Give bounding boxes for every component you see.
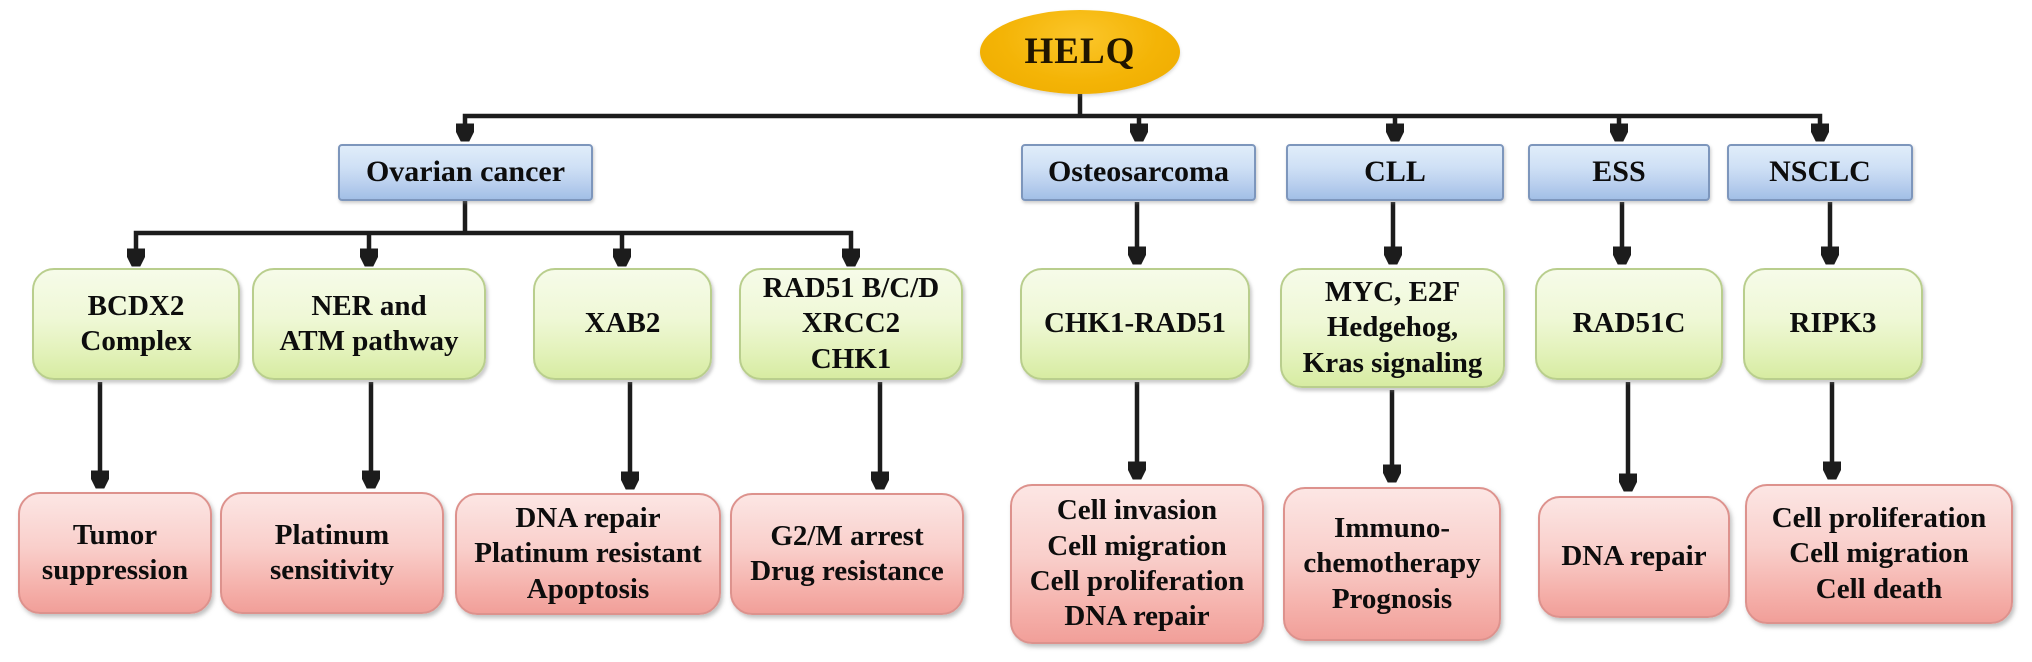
node-outcome-platinum-sensitivity: Platinum sensitivity (220, 492, 444, 614)
node-label-line: DNA repair (515, 501, 661, 534)
node-label-line: suppression (41, 554, 189, 586)
node-label-line: Platinum resistant (474, 537, 702, 570)
node-outcome-immuno-chemotherapy-prognosis: Immuno- chemotherapy Prognosis (1283, 487, 1501, 641)
node-label-line: Cell invasion (1056, 494, 1218, 527)
node-mech-ripk3: RIPK3 (1743, 268, 1923, 380)
node-mech-rad51c: RAD51C (1535, 268, 1723, 380)
node-label-line: sensitivity (269, 554, 395, 586)
node-label-line: Platinum (274, 518, 390, 551)
node-label-line: HELQ (1024, 31, 1136, 73)
node-mech-bcdx2-complex: BCDX2 Complex (32, 268, 240, 380)
node-label-line: Complex (80, 325, 192, 357)
connector-ovarian-branch (136, 230, 851, 264)
node-label-line: DNA repair (1561, 540, 1707, 573)
node-mech-myc-e2f-hedgehog-kras: MYC, E2F Hedgehog, Kras signaling (1280, 268, 1505, 388)
node-label-line: Cell migration (1789, 537, 1969, 570)
node-label-line: MYC, E2F (1324, 275, 1461, 308)
node-label-line: Ovarian cancer (365, 155, 566, 189)
node-label-line: Cell migration (1047, 529, 1227, 562)
node-cancer-ess: ESS (1528, 144, 1710, 201)
node-outcome-dna-repair: DNA repair (1538, 496, 1730, 618)
node-label-line: NER and (311, 289, 427, 322)
node-mech-rad51bcd-xrcc2-chk1: RAD51 B/C/D XRCC2 CHK1 (739, 268, 963, 380)
node-label-line: Hedgehog, (1326, 311, 1459, 344)
node-mech-ner-atm-pathway: NER and ATM pathway (252, 268, 486, 380)
node-label-line: CHK1-RAD51 (1043, 307, 1227, 340)
node-outcome-cell-invasion-migration-proliferation-dna-repair: Cell invasion Cell migration Cell prolif… (1010, 484, 1264, 644)
node-outcome-g2m-arrest-drug-resistance: G2/M arrest Drug resistance (730, 493, 964, 615)
node-label-line: Osteosarcoma (1047, 155, 1230, 189)
node-label-line: Prognosis (1331, 582, 1453, 615)
node-label-line: BCDX2 (87, 289, 185, 322)
node-cancer-ovarian: Ovarian cancer (338, 144, 593, 201)
node-label-line: Cell death (1815, 572, 1943, 605)
node-label-line: chemotherapy (1303, 547, 1481, 580)
node-cancer-osteosarcoma: Osteosarcoma (1021, 144, 1256, 201)
node-label-line: ATM pathway (279, 325, 459, 357)
node-label-line: NSCLC (1769, 155, 1871, 189)
node-mech-chk1-rad51: CHK1-RAD51 (1020, 268, 1250, 380)
node-label-line: Drug resistance (750, 555, 944, 587)
node-outcome-dna-repair-platinum-resistant-apoptosis: DNA repair Platinum resistant Apoptosis (455, 493, 721, 615)
node-cancer-nsclc: NSCLC (1727, 144, 1913, 201)
node-label-line: Immuno- (1333, 511, 1450, 544)
node-label-line: CHK1 (810, 342, 892, 375)
node-outcome-tumor-suppression: Tumor suppression (18, 492, 212, 614)
node-label-line: DNA repair (1064, 600, 1210, 633)
node-label-line: Kras signaling (1302, 346, 1483, 379)
node-label-line: G2/M arrest (770, 519, 924, 552)
node-mech-xab2: XAB2 (533, 268, 712, 380)
node-helq: HELQ (980, 10, 1180, 94)
connector-level1-trunk (465, 113, 1820, 139)
node-label-line: ESS (1592, 155, 1646, 189)
node-label-line: CLL (1364, 155, 1426, 189)
node-outcome-cell-proliferation-migration-death: Cell proliferation Cell migration Cell d… (1745, 484, 2013, 624)
node-cancer-cll: CLL (1286, 144, 1504, 201)
node-label-line: Cell proliferation (1029, 565, 1245, 597)
node-label-line: RIPK3 (1789, 307, 1877, 340)
node-label-line: RAD51C (1572, 307, 1686, 340)
node-label-line: Tumor (72, 518, 158, 551)
node-label-line: XAB2 (584, 307, 661, 340)
node-label-line: XRCC2 (801, 307, 901, 340)
node-label-line: Apoptosis (526, 572, 650, 605)
node-label-line: RAD51 B/C/D (762, 271, 940, 304)
node-label-line: Cell proliferation (1771, 501, 1987, 534)
